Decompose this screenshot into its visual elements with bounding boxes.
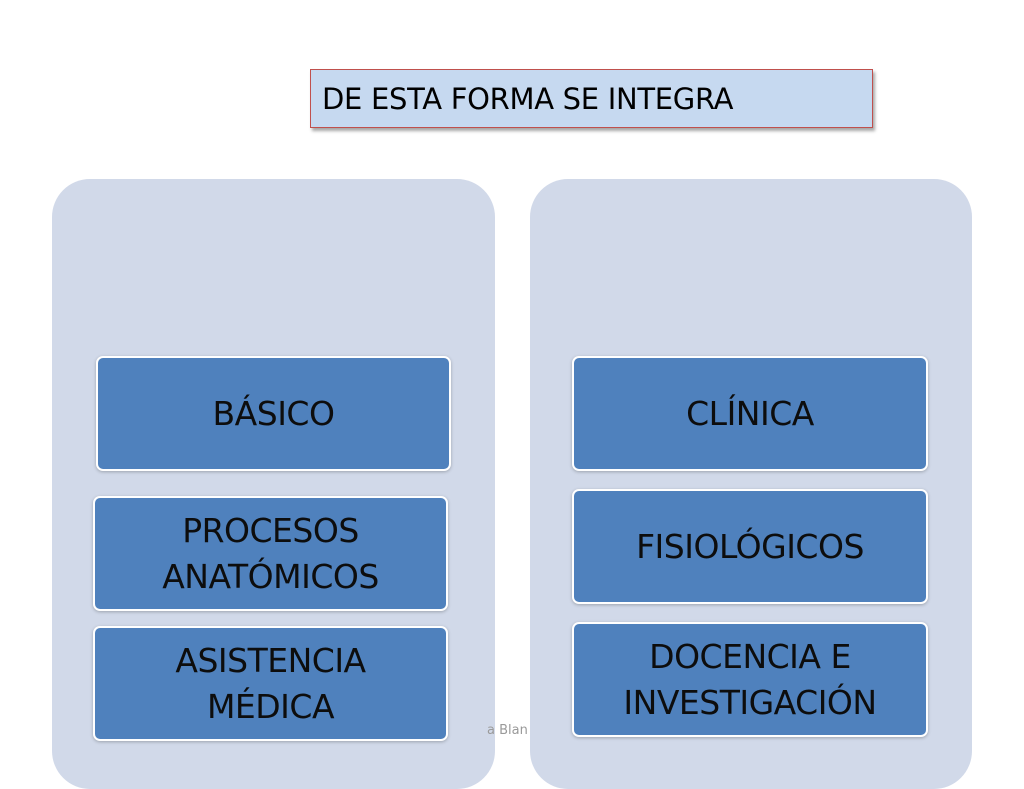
box-procesos-anatomicos: PROCESOS ANATÓMICOS — [93, 496, 448, 611]
box-procesos-anatomicos-label: PROCESOS ANATÓMICOS — [162, 510, 379, 596]
box-basico-label: BÁSICO — [212, 393, 335, 433]
box-clinica-label: CLÍNICA — [686, 393, 814, 433]
box-clinica: CLÍNICA — [572, 356, 928, 471]
box-fisiologicos: FISIOLÓGICOS — [572, 489, 928, 604]
box-docencia-investigacion-label: DOCENCIA E INVESTIGACIÓN — [623, 636, 877, 722]
box-asistencia-medica: ASISTENCIA MÉDICA — [93, 626, 448, 741]
title-text: DE ESTA FORMA SE INTEGRA — [322, 81, 734, 116]
footer-text: a Blan — [487, 723, 528, 738]
box-asistencia-medica-label: ASISTENCIA MÉDICA — [175, 640, 366, 726]
box-fisiologicos-label: FISIOLÓGICOS — [636, 526, 864, 566]
box-docencia-investigacion: DOCENCIA E INVESTIGACIÓN — [572, 622, 928, 737]
box-basico: BÁSICO — [96, 356, 451, 471]
title-box: DE ESTA FORMA SE INTEGRA — [310, 69, 873, 128]
